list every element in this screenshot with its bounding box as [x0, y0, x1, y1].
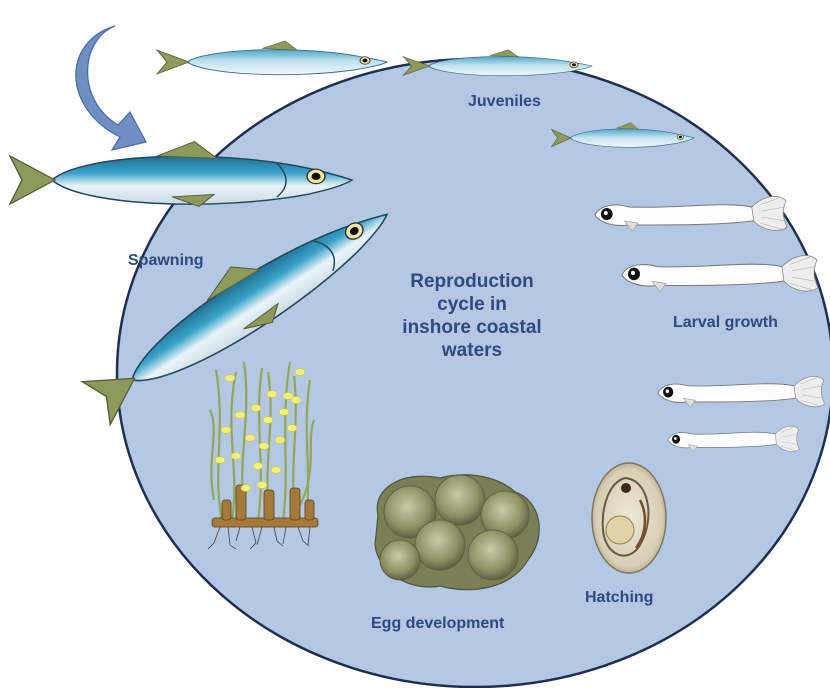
- egg-cluster-icon: [375, 475, 539, 590]
- adult-fish-icon: [157, 41, 387, 75]
- spawning-label: Spawning: [128, 252, 204, 270]
- hatching-egg-icon: [592, 463, 666, 573]
- juveniles-label: Juveniles: [468, 93, 541, 111]
- title-line: cycle in: [362, 293, 582, 316]
- larval-growth-label: Larval growth: [673, 314, 778, 332]
- cycle-circle: [117, 59, 830, 687]
- title-line: waters: [362, 339, 582, 362]
- egg-development-label: Egg development: [371, 615, 504, 633]
- duration-label: 2-3 years: [98, 88, 172, 108]
- title-line: inshore coastal: [362, 316, 582, 339]
- title-line: Reproduction: [362, 270, 582, 293]
- diagram-title: Reproduction cycle in inshore coastal wa…: [362, 270, 582, 362]
- hatching-label: Hatching: [585, 589, 653, 607]
